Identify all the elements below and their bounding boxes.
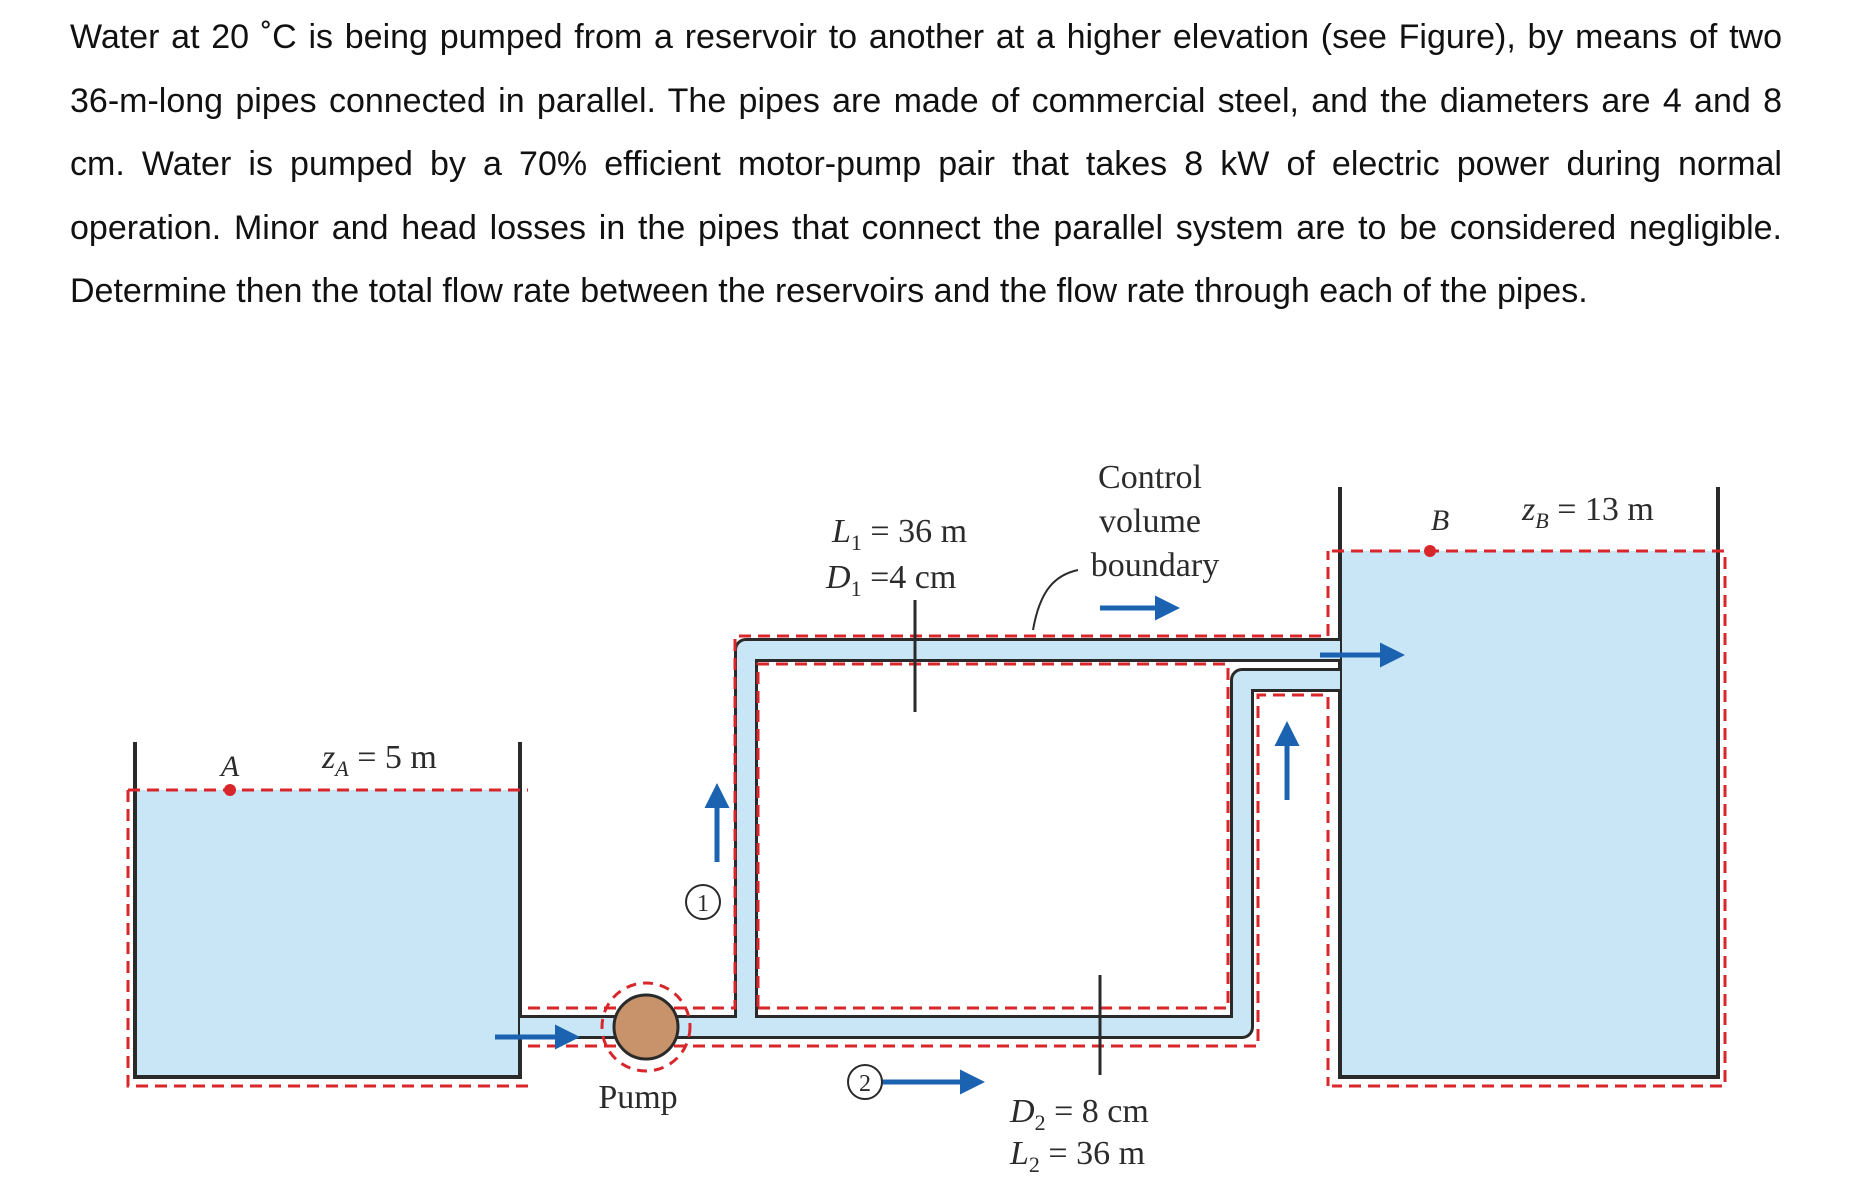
point-b-label: B <box>1431 504 1449 537</box>
station-1-marker: 1 <box>685 884 721 920</box>
control-volume-leader <box>1032 569 1079 631</box>
problem-statement: Water at 20 ˚C is being pumped from a re… <box>70 18 1782 310</box>
pipe2-length-sub: 2 <box>1029 1152 1040 1177</box>
point-a-label: A <box>219 750 240 783</box>
pump-boundary-ring <box>600 981 692 1073</box>
elevation-b-label: zB = 13 m <box>1521 491 1654 533</box>
elevation-a-sub: A <box>333 756 349 781</box>
reservoir-b <box>1332 487 1727 1088</box>
flow-arrows <box>495 595 1405 1095</box>
reservoir-a-wall <box>133 742 522 1079</box>
elevation-b-value: = 13 m <box>1549 491 1654 528</box>
pipe2-diameter-label: D2 = 8 cm <box>1009 1093 1149 1135</box>
point-a-marker <box>224 784 236 796</box>
pipe1-diameter-value: =4 cm <box>862 559 957 596</box>
reservoir-a-boundary <box>126 788 528 1088</box>
point-b-marker <box>1424 545 1436 557</box>
pipe2-length-value: = 36 m <box>1040 1135 1145 1172</box>
pipe-network-outline <box>520 638 1340 1039</box>
pipe2-diameter-value: = 8 cm <box>1046 1093 1149 1130</box>
pipe1-length-value: = 36 m <box>862 513 967 550</box>
pipe1-length-sub: 1 <box>851 530 862 555</box>
pipe2-diameter-var: D <box>1009 1093 1035 1130</box>
reservoir-b-boundary <box>1332 549 1727 1088</box>
pump <box>612 993 680 1061</box>
station-2-circle <box>847 1064 883 1100</box>
pipe1-diameter-label: D1 =4 cm <box>825 559 956 601</box>
pipe2-diameter-sub: 2 <box>1035 1110 1046 1135</box>
control-volume-line-2: volume <box>1099 503 1201 540</box>
pipe1-diameter-var: D <box>825 559 851 596</box>
reservoir-b-water <box>1340 551 1718 1077</box>
pipe-network <box>520 638 1340 1039</box>
section-ticks <box>913 600 1102 1075</box>
control-volume-line-3: boundary <box>1091 547 1219 584</box>
elevation-a-value: = 5 m <box>349 739 437 776</box>
reservoir-a <box>126 742 528 1088</box>
elevation-b-var: z <box>1521 491 1535 528</box>
pipe-network-fill <box>520 641 1340 1036</box>
pump-label: Pump <box>598 1079 677 1116</box>
reservoir-b-wall <box>1338 487 1720 1079</box>
reservoir-a-water <box>135 790 520 1077</box>
station-1-label: 1 <box>697 891 709 917</box>
elevation-b-sub: B <box>1535 508 1548 533</box>
control-volume-line-1: Control <box>1098 459 1202 496</box>
elevation-a-label: zA = 5 m <box>321 739 437 781</box>
pipe1-length-var: L <box>831 513 851 550</box>
pipe1-length-label: L1 = 36 m <box>831 513 967 555</box>
elevation-a-var: z <box>321 739 335 776</box>
pipe1-diameter-sub: 1 <box>851 576 862 601</box>
pipe2-length-label: L2 = 36 m <box>1009 1135 1145 1177</box>
station-2-marker: 2 <box>847 1064 883 1100</box>
station-1-circle <box>685 884 721 920</box>
pipe2-length-var: L <box>1009 1135 1029 1172</box>
station-2-label: 2 <box>859 1071 871 1097</box>
